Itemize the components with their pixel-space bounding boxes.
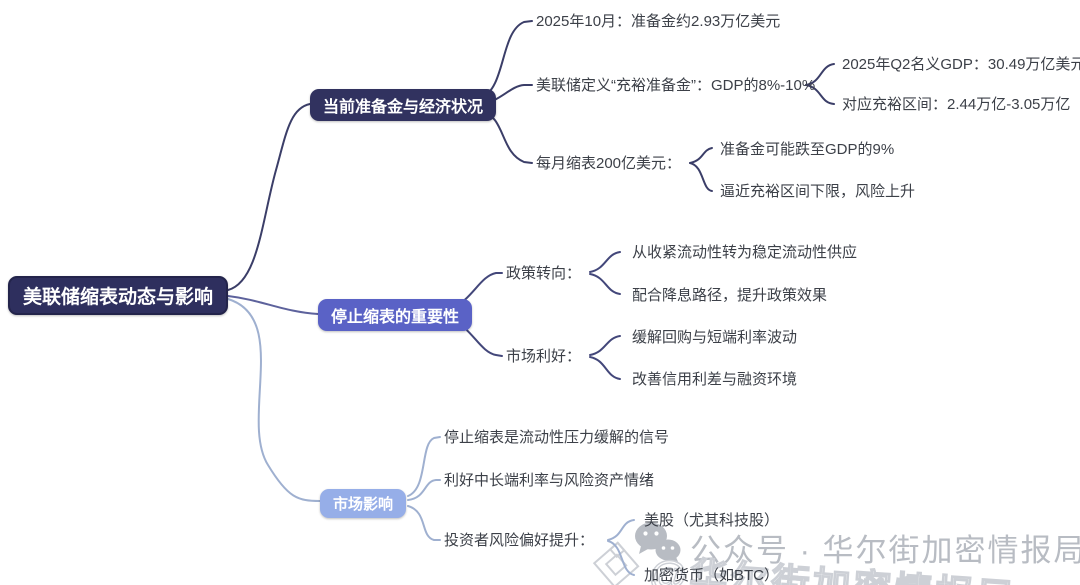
leaf-crypto-btc[interactable]: 加密货币（如BTC） <box>644 567 780 584</box>
wechat-icon <box>633 521 683 567</box>
leaf-rate-cut-path[interactable]: 配合降息路径，提升政策效果 <box>632 287 828 304</box>
leaf-investor-risk-appetite[interactable]: 投资者风险偏好提升： <box>444 532 595 549</box>
leaf-ample-range[interactable]: 对应充裕区间：2.44万亿-3.05万亿 <box>842 96 1071 113</box>
leaf-liquidity-relief-signal[interactable]: 停止缩表是流动性压力缓解的信号 <box>444 429 670 446</box>
leaf-tighten-to-stable-liquidity[interactable]: 从收紧流动性转为稳定流动性供应 <box>632 244 858 261</box>
leaf-repo-short-rates[interactable]: 缓解回购与短端利率波动 <box>632 329 798 346</box>
branch-market-impact[interactable]: 市场影响 <box>320 489 407 518</box>
branch-importance-of-stopping-qt[interactable]: 停止缩表的重要性 <box>318 299 473 331</box>
leaf-policy-shift[interactable]: 政策转向： <box>506 265 582 282</box>
watermark-account-text: 公众号 · 华尔街加密情报局 <box>690 533 1080 568</box>
leaf-monthly-qt[interactable]: 每月缩表200亿美元： <box>536 155 682 172</box>
leaf-market-positive[interactable]: 市场利好： <box>506 348 582 365</box>
branch-current-reserves[interactable]: 当前准备金与经济状况 <box>310 89 497 121</box>
leaf-long-rates-risk-sentiment[interactable]: 利好中长端利率与风险资产情绪 <box>444 472 655 489</box>
leaf-ample-reserves-definition[interactable]: 美联储定义“充裕准备金”：GDP的8%-10% <box>536 77 816 94</box>
leaf-us-stocks-tech[interactable]: 美股（尤其科技股） <box>644 512 780 529</box>
leaf-nominal-gdp[interactable]: 2025年Q2名义GDP：30.49万亿美元 <box>842 56 1080 73</box>
diamond-logo-icon <box>588 539 644 585</box>
leaf-credit-spreads[interactable]: 改善信用利差与融资环境 <box>632 371 798 388</box>
leaf-reserves-oct-2025[interactable]: 2025年10月：准备金约2.93万亿美元 <box>536 13 781 30</box>
root-node[interactable]: 美联储缩表动态与影响 <box>8 276 229 315</box>
leaf-reserves-drop-9pct[interactable]: 准备金可能跌至GDP的9% <box>720 141 895 158</box>
leaf-approaching-lower-bound[interactable]: 逼近充裕区间下限，风险上升 <box>720 183 916 200</box>
